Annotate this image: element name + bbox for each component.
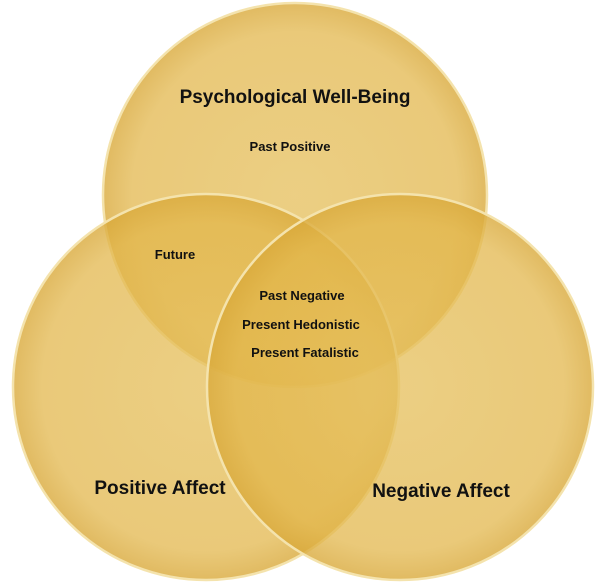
label-positive-affect: Positive Affect — [94, 478, 226, 499]
item-future: Future — [155, 247, 195, 262]
circle-negative-affect — [205, 192, 595, 582]
label-psychological-well-being: Psychological Well-Being — [180, 87, 411, 108]
circle-group — [11, 1, 595, 582]
item-past-positive: Past Positive — [250, 139, 331, 154]
item-present-fatalistic: Present Fatalistic — [251, 345, 359, 360]
item-past-negative: Past Negative — [259, 288, 344, 303]
label-negative-affect: Negative Affect — [372, 481, 510, 502]
item-present-hedonistic: Present Hedonistic — [242, 317, 360, 332]
